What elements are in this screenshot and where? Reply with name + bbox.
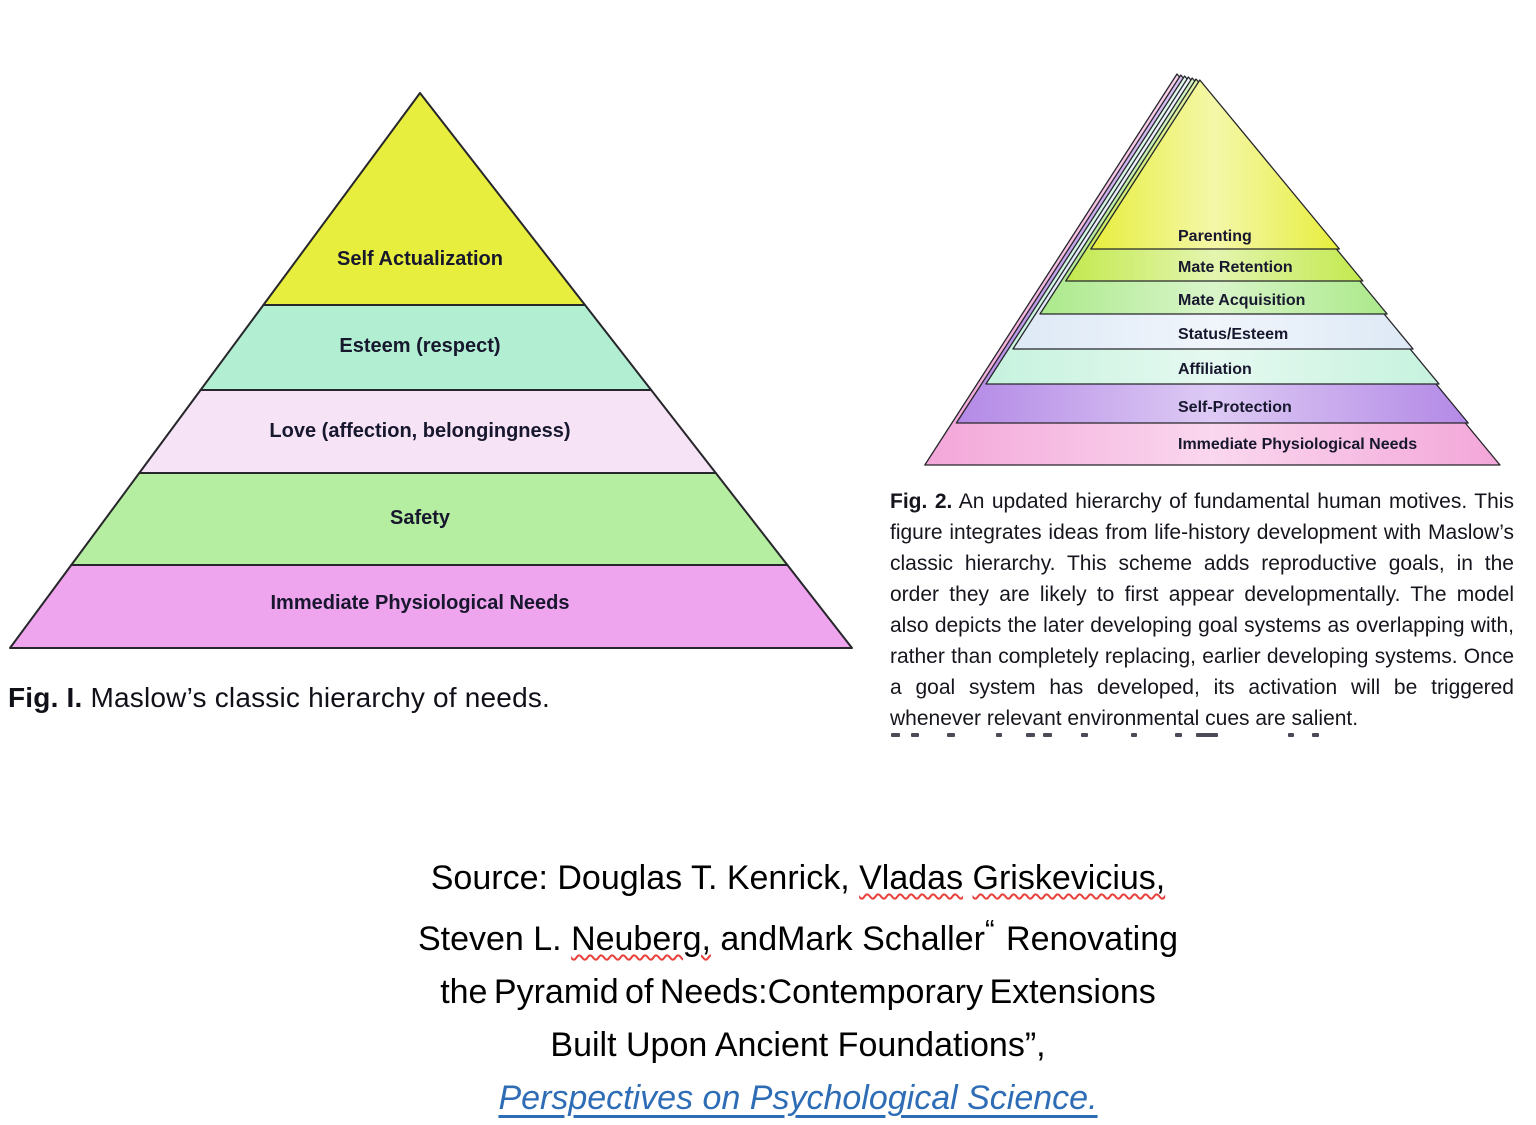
pyramid-level-label: Love (affection, belongingness): [269, 420, 570, 442]
fig1-caption-label: Fig. I.: [8, 682, 83, 713]
source-line: Source: Douglas T. Kenrick, Vladas Grisk…: [298, 852, 1298, 905]
pyramid-level-label: Parenting: [1178, 228, 1252, 245]
pyramid-level-label: Immediate Physiological Needs: [271, 592, 570, 614]
letter-top-fragment: [1312, 733, 1319, 737]
letter-top-fragment: [1131, 733, 1137, 737]
pyramid-level-label: Mate Retention: [1178, 259, 1293, 276]
letter-top-fragment: [891, 733, 900, 737]
pyramid-level-label: Safety: [390, 507, 451, 529]
source-line: Built Upon Ancient Foundations”,: [298, 1019, 1298, 1072]
letter-top-fragment: [1288, 733, 1294, 737]
text-segment: the Pyramid of Needs:Contemporary Extens…: [440, 973, 1156, 1011]
letter-top-fragment: [1196, 733, 1218, 737]
pyramid-level-label: Mate Acquisition: [1178, 292, 1305, 309]
text-segment: Built Upon Ancient Foundations”,: [550, 1026, 1046, 1064]
source-line: the Pyramid of Needs:Contemporary Extens…: [298, 966, 1298, 1019]
misspelled-word: Vladas: [859, 859, 964, 897]
pyramid-level-label: Self Actualization: [337, 248, 503, 270]
pyramid-level-label: Immediate Physiological Needs: [1178, 436, 1417, 453]
letter-top-fragment: [1043, 733, 1052, 737]
text-segment: Steven L.: [417, 920, 572, 958]
pyramid-level-shape: [262, 92, 587, 306]
pyramid-level-shape: [9, 564, 853, 649]
misspelled-word: Griskevicius,: [972, 859, 1166, 897]
pyramid-level-shape: [1090, 79, 1341, 250]
fig1-caption: Fig. I. Maslow’s classic hierarchy of ne…: [8, 682, 550, 714]
letter-top-fragment: [1175, 733, 1182, 737]
fig1-caption-text: Maslow’s classic hierarchy of needs.: [82, 682, 551, 713]
fig2-caption: Fig. 2. An updated hierarchy of fundamen…: [890, 486, 1514, 734]
source-line: Steven L. Neuberg, andMark Schaller“ Ren…: [298, 905, 1298, 966]
source-citation: Source: Douglas T. Kenrick, Vladas Grisk…: [298, 852, 1298, 1125]
fig2-caption-label: Fig. 2.: [890, 490, 953, 513]
text-segment: Source: Douglas T. Kenrick,: [430, 859, 860, 897]
cropped-section-heading-fragment: [0, 733, 1536, 739]
pyramid-level-label: Esteem (respect): [339, 335, 500, 357]
letter-top-fragment: [996, 733, 1002, 737]
text-segment: [963, 859, 972, 897]
text-segment: Renovating: [996, 920, 1179, 958]
source-line-journal: Perspectives on Psychological Science.: [298, 1072, 1298, 1125]
journal-link[interactable]: Perspectives on Psychological Science.: [498, 1079, 1098, 1117]
misspelled-word: Neuberg,: [571, 920, 711, 958]
letter-top-fragment: [1081, 733, 1088, 737]
raised-quote-mark: “: [984, 915, 997, 947]
fig2-caption-text: An updated hierarchy of fundamental huma…: [890, 490, 1514, 730]
pyramid-level-label: Self-Protection: [1178, 399, 1292, 416]
letter-top-fragment: [911, 733, 919, 737]
letter-top-fragment: [1026, 733, 1035, 737]
letter-top-fragment: [947, 733, 955, 737]
pyramid-level-label: Status/Esteem: [1178, 326, 1288, 343]
text-segment: andMark Schaller: [710, 920, 985, 958]
pyramid-level-label: Affiliation: [1178, 361, 1252, 378]
